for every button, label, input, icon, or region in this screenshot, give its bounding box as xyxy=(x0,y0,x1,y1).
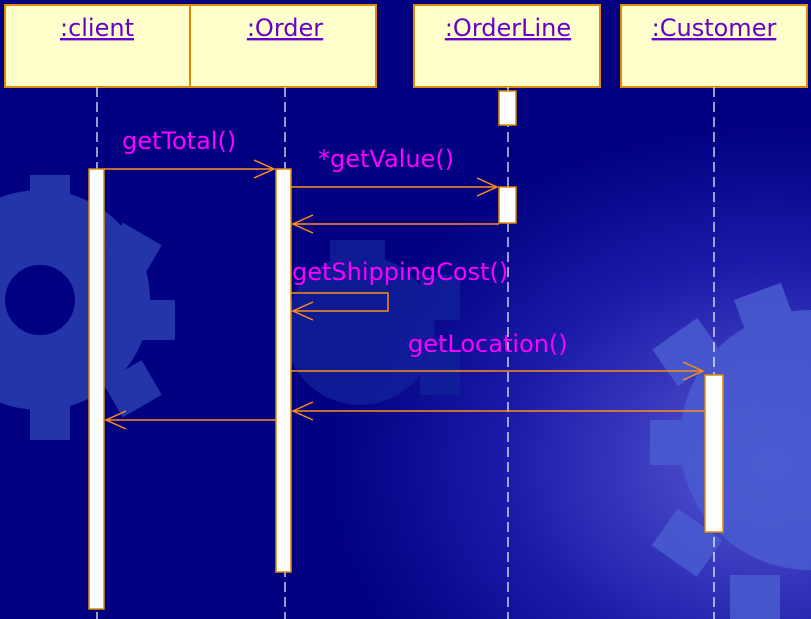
message-get-total: getTotal() xyxy=(104,127,276,179)
lifeline-header-customer: :Customer xyxy=(620,4,808,88)
lifeline-header-order: :Order xyxy=(189,4,377,88)
arrowhead-get-value-return xyxy=(291,214,314,234)
message-get-location: getLocation() xyxy=(291,330,705,381)
arrowhead-get-value xyxy=(476,177,499,197)
activation-orderline-top xyxy=(498,90,517,126)
arrowhead-get-shipping-cost xyxy=(291,301,314,321)
activation-client xyxy=(88,168,105,610)
arrowhead-get-location xyxy=(682,361,705,381)
lifeline-header-orderline: :OrderLine xyxy=(413,4,601,88)
message-get-value: *getValue() xyxy=(291,145,499,197)
message-label-get-location: getLocation() xyxy=(408,330,568,358)
message-get-value-return xyxy=(291,214,499,234)
lifeline-label-orderline: :OrderLine xyxy=(445,14,571,42)
lifeline-label-customer: :Customer xyxy=(652,14,777,42)
activation-order xyxy=(275,168,292,573)
lifeline-label-order: :Order xyxy=(247,14,323,42)
lifeline-label-client: :client xyxy=(60,14,134,42)
arrowhead-get-total-return xyxy=(104,410,127,430)
message-get-total-return xyxy=(104,410,276,430)
message-label-get-shipping-cost: getShippingCost() xyxy=(292,258,508,286)
arrowhead-get-location-return xyxy=(291,401,314,421)
activation-customer xyxy=(704,374,724,533)
message-get-shipping-cost: getShippingCost() xyxy=(291,258,508,321)
arrowhead-get-total xyxy=(253,159,276,179)
message-label-get-value: *getValue() xyxy=(318,145,454,173)
message-get-location-return xyxy=(291,401,705,421)
activation-orderline xyxy=(498,186,517,224)
lifeline-header-client: :client xyxy=(4,4,191,88)
gear-hole-left xyxy=(5,265,75,335)
message-label-get-total: getTotal() xyxy=(122,127,236,155)
